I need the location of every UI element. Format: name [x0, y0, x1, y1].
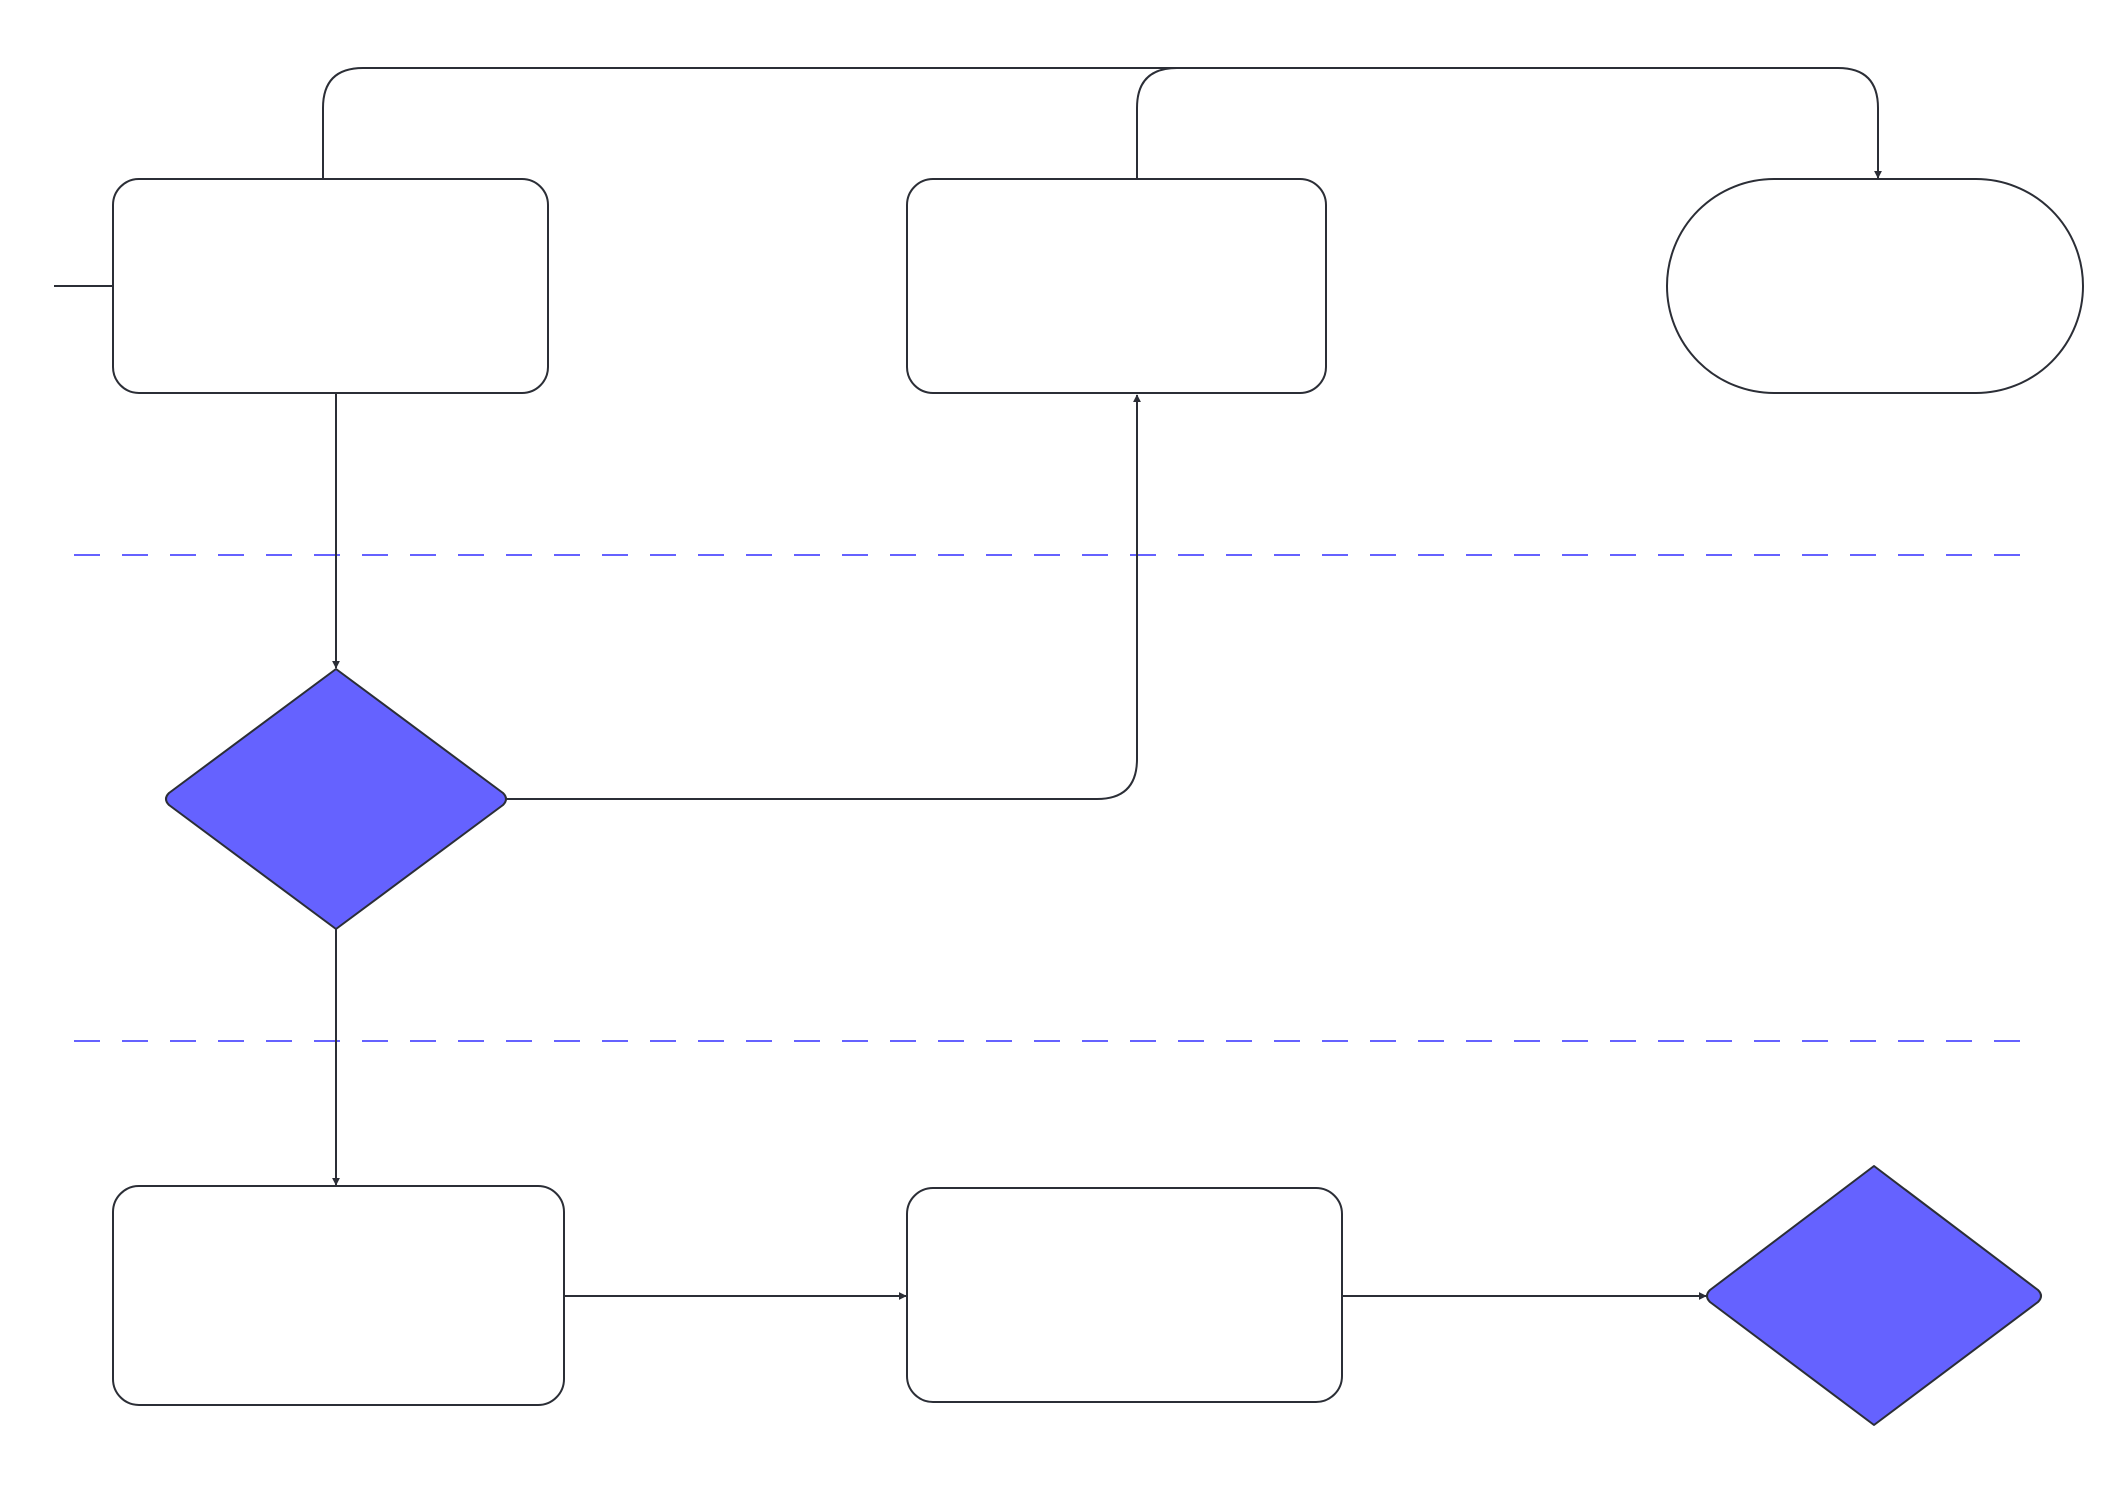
- decision-node-1[interactable]: [165, 668, 507, 930]
- connector-process1-to-terminal1: [322, 67, 1882, 179]
- process-node-3[interactable]: [112, 1185, 565, 1406]
- connector-process2-to-bus: [1136, 67, 1178, 179]
- decision-node-2[interactable]: [1706, 1165, 2042, 1426]
- process-node-4[interactable]: [906, 1187, 1343, 1403]
- terminal-node-1[interactable]: [1666, 178, 2084, 394]
- process-node-1[interactable]: [112, 178, 549, 394]
- connector-decision1-to-process2: [503, 394, 1141, 800]
- process-node-2[interactable]: [906, 178, 1327, 394]
